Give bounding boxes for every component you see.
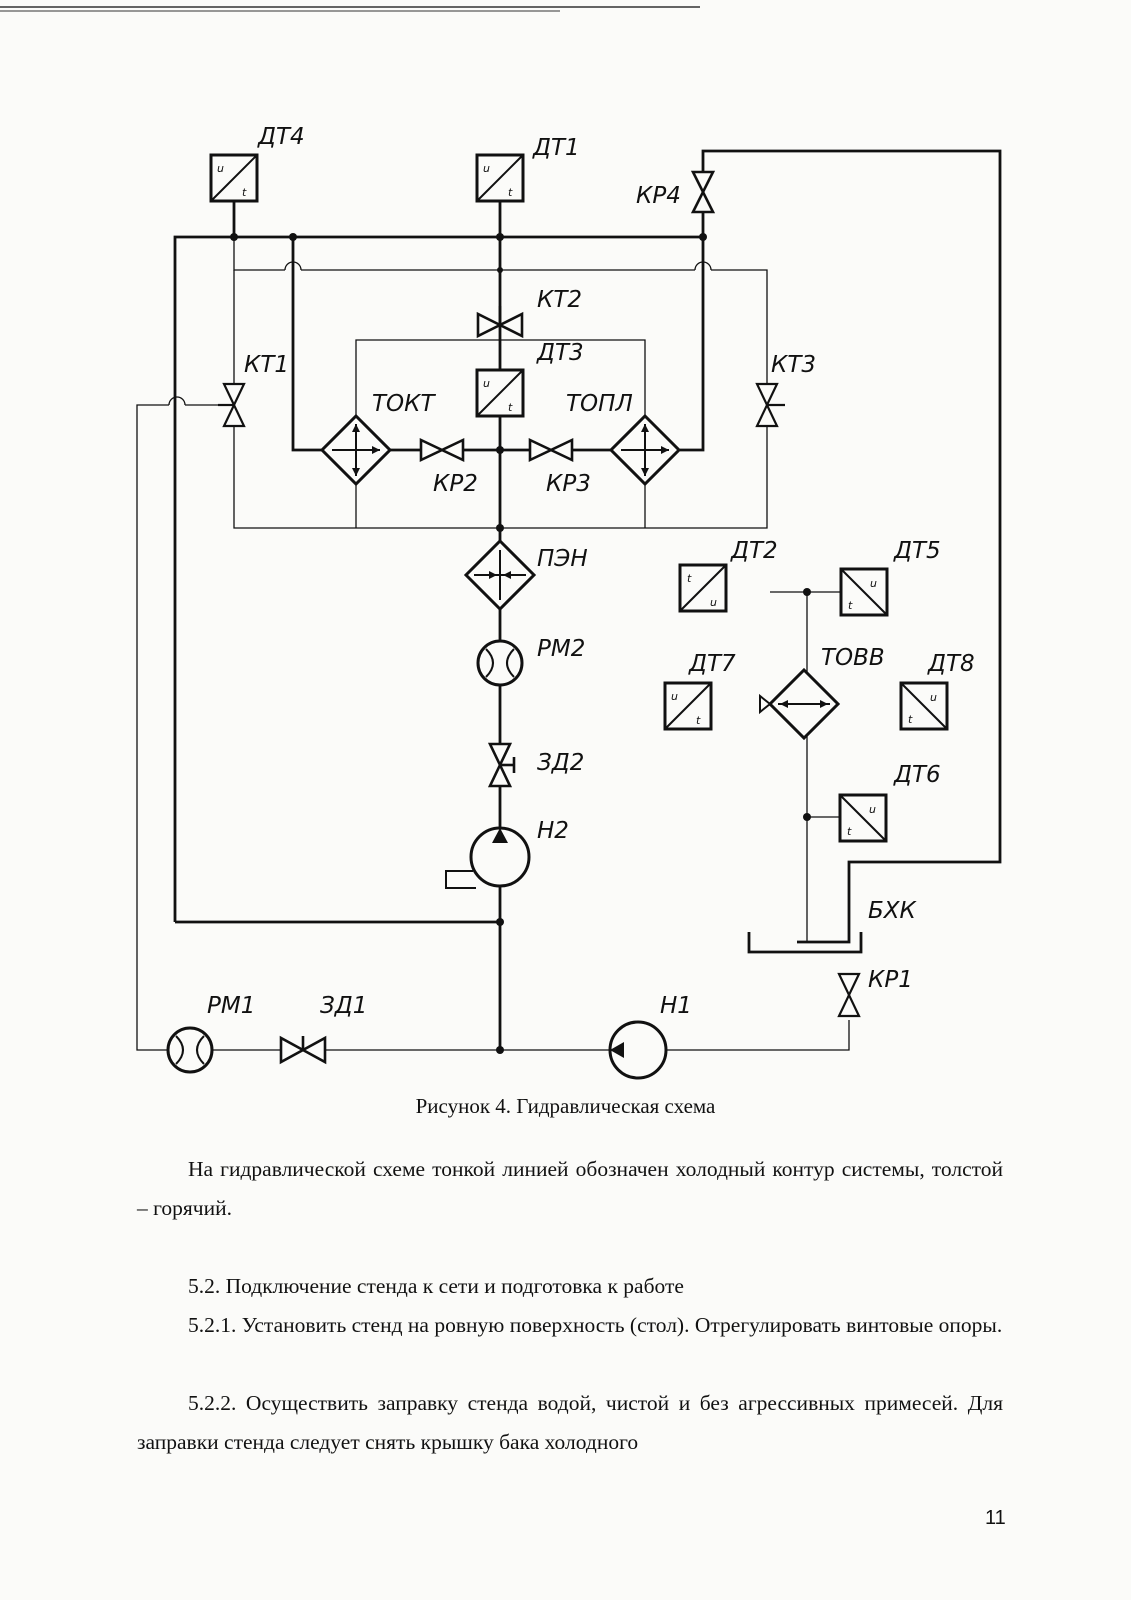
valve-kr4 — [690, 170, 716, 214]
svg-text:РМ2: РМ2 — [537, 636, 585, 662]
valve-kt1 — [218, 382, 246, 428]
sensor-dt2: t u — [678, 563, 728, 613]
heat-exchanger-tovv — [759, 667, 841, 741]
svg-text:t: t — [696, 714, 701, 727]
svg-text:КТ3: КТ3 — [771, 352, 816, 378]
svg-text:ДТ4: ДТ4 — [257, 124, 305, 150]
figure-caption: Рисунок 4. Гидравлическая схема — [415, 1094, 716, 1118]
svg-text:t: t — [508, 401, 513, 414]
valve-kr3 — [528, 437, 574, 463]
page-number: 11 — [985, 1507, 1006, 1529]
svg-text:ЗД2: ЗД2 — [537, 750, 584, 776]
svg-text:КР4: КР4 — [636, 183, 681, 209]
svg-text:КТ1: КТ1 — [244, 352, 289, 378]
pump-n1 — [608, 1020, 668, 1080]
pump-n2 — [445, 826, 531, 889]
svg-text:ДТ8: ДТ8 — [927, 651, 975, 677]
heater-pen — [463, 538, 537, 612]
svg-text:КТ2: КТ2 — [537, 287, 582, 313]
junction-dots — [230, 233, 811, 1054]
sensor-dt7: u t — [663, 681, 713, 731]
svg-text:t: t — [908, 713, 913, 726]
flowmeter-rm1 — [166, 1026, 214, 1074]
paragraph-step-2: 5.2.2. Осуществить заправку стенда водой… — [137, 1391, 1003, 1454]
svg-text:u: u — [869, 803, 876, 816]
svg-text:t: t — [848, 599, 853, 612]
svg-text:t: t — [508, 186, 513, 199]
svg-text:Н1: Н1 — [660, 993, 692, 1019]
diagram-labels: ДТ4 ДТ1 КР4 КТ2 ДТ3 КТ1 КТ3 ТОКТ ТОПЛ КР… — [207, 124, 975, 1019]
svg-text:ДТ2: ДТ2 — [730, 538, 778, 564]
heat-exchanger-tokt — [319, 413, 393, 487]
svg-text:ДТ6: ДТ6 — [893, 762, 941, 788]
svg-text:БХК: БХК — [868, 898, 918, 924]
svg-text:ЗД1: ЗД1 — [320, 993, 367, 1019]
svg-text:ТОВВ: ТОВВ — [821, 645, 885, 671]
svg-text:u: u — [930, 691, 937, 704]
svg-text:u: u — [483, 162, 490, 175]
svg-text:ДТ1: ДТ1 — [532, 135, 580, 161]
sensor-dt5: u t — [839, 567, 889, 617]
svg-text:t: t — [847, 825, 852, 838]
svg-text:ПЭН: ПЭН — [537, 546, 588, 572]
valve-kr2 — [419, 437, 465, 463]
svg-text:t: t — [687, 572, 692, 585]
svg-text:КР2: КР2 — [433, 471, 478, 497]
valve-kt2 — [476, 306, 524, 339]
svg-text:РМ1: РМ1 — [207, 993, 255, 1019]
valve-zd2 — [487, 742, 516, 788]
svg-text:u: u — [217, 162, 224, 175]
svg-text:u: u — [710, 596, 717, 609]
paragraph-step-1: 5.2.1. Установить стенд на ровную поверх… — [188, 1313, 1003, 1337]
paragraph-legend: На гидравлической схеме тонкой линией об… — [137, 1157, 1003, 1220]
sensor-dt1: u t — [475, 153, 525, 203]
hot-circuit — [173, 149, 1002, 1050]
heat-exchanger-topl — [608, 413, 682, 487]
svg-text:u: u — [483, 377, 490, 390]
svg-text:КР1: КР1 — [868, 967, 913, 993]
valve-kt3 — [755, 382, 785, 428]
sensor-dt8: u t — [899, 681, 949, 731]
flowmeter-rm2 — [476, 639, 524, 687]
svg-text:ТОКТ: ТОКТ — [372, 391, 436, 417]
valve-kr1 — [837, 972, 861, 1018]
hydraulic-scheme: u t u t u t t u u t u t u t u t — [0, 6, 1002, 1080]
svg-text:КР3: КР3 — [546, 471, 591, 497]
sensor-dt6: u t — [838, 793, 888, 843]
svg-text:ТОПЛ: ТОПЛ — [566, 391, 633, 417]
svg-text:ДТ5: ДТ5 — [893, 538, 941, 564]
svg-text:ДТ3: ДТ3 — [536, 340, 584, 366]
section-heading: 5.2. Подключение стенда к сети и подгото… — [188, 1274, 684, 1298]
svg-text:Н2: Н2 — [537, 818, 569, 844]
sensor-dt4: u t — [209, 153, 259, 203]
svg-text:u: u — [870, 577, 877, 590]
valve-zd1 — [279, 1035, 327, 1065]
svg-text:t: t — [242, 186, 247, 199]
svg-text:u: u — [671, 690, 678, 703]
sensor-dt3: u t — [475, 368, 525, 418]
svg-text:ДТ7: ДТ7 — [688, 651, 736, 677]
